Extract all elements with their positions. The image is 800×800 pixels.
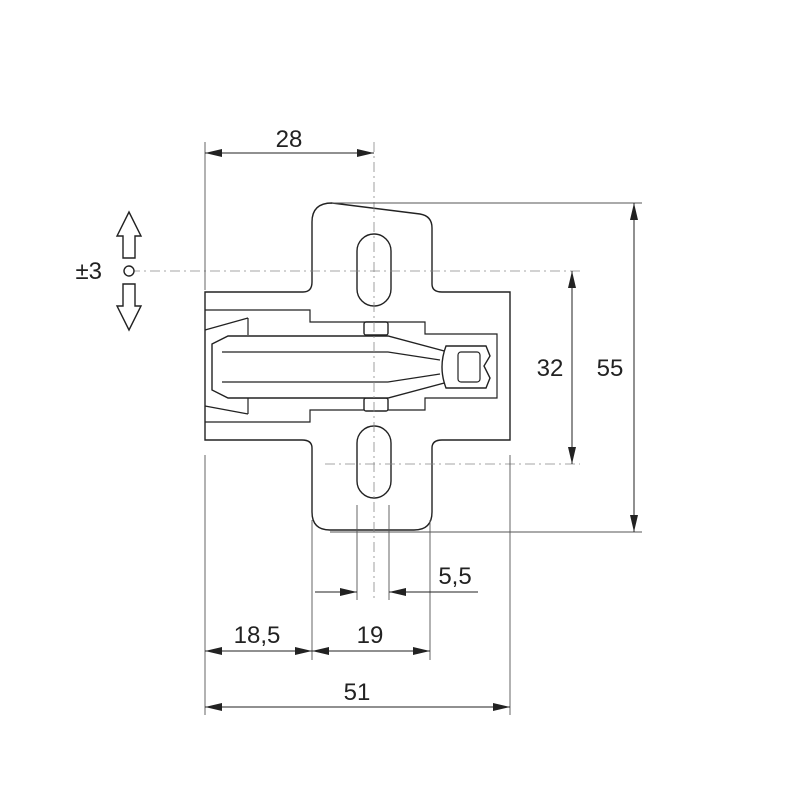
mounting-plate-part [204,202,511,531]
lower-pin [363,397,389,412]
arrowhead-5-5-right [389,588,406,596]
arrowhead-18-5-right [295,647,312,655]
dimension-mid-width: 19 [312,622,430,655]
upper-pin [363,321,389,336]
dim-label-32: 32 [537,355,564,382]
dim-label-5-5: 5,5 [438,563,471,590]
arrowhead-55-bottom [630,515,638,532]
central-bar [211,335,449,399]
arrow-up-icon [115,210,143,259]
dim-label-55: 55 [597,355,624,382]
arrowhead-5-5-left [340,588,357,596]
arrowhead-55-top [630,203,638,220]
adjustment-label: ±3 [75,258,102,285]
arrowhead-19-right [413,647,430,655]
dimension-slot-offset: 5,5 [315,563,478,596]
dimension-hole-spacing: 32 [537,271,576,464]
central-bar-ridge [222,351,441,383]
arrowhead-28-left [205,149,222,157]
dim-label-51: 51 [344,679,371,706]
cam-slot [457,351,481,383]
dimension-left-offset: 18,5 [205,622,312,655]
plate-inner-channel [205,309,498,423]
dimension-total-height: 55 [330,202,642,533]
dim-label-28: 28 [276,126,303,153]
dim-label-19: 19 [357,622,384,649]
plate-inner-rails [204,317,249,415]
dimension-top-width: 28 [204,126,374,290]
arrowhead-32-top [568,271,576,288]
arrowhead-51-right [493,703,510,711]
arrowhead-28-right [357,149,374,157]
dimension-total-width: 51 [205,679,510,711]
arrowhead-19-left [312,647,329,655]
bottom-extension-lines [204,455,511,715]
adjustment-dot-icon [123,265,135,277]
dim-label-18-5: 18,5 [234,622,281,649]
arrowhead-51-left [205,703,222,711]
arrowhead-18-5-left [205,647,222,655]
arrowhead-32-bottom [568,447,576,464]
adjusting-cam [441,345,491,389]
height-adjustment-indicator: ±3 [75,210,143,332]
arrow-down-icon [115,283,143,332]
